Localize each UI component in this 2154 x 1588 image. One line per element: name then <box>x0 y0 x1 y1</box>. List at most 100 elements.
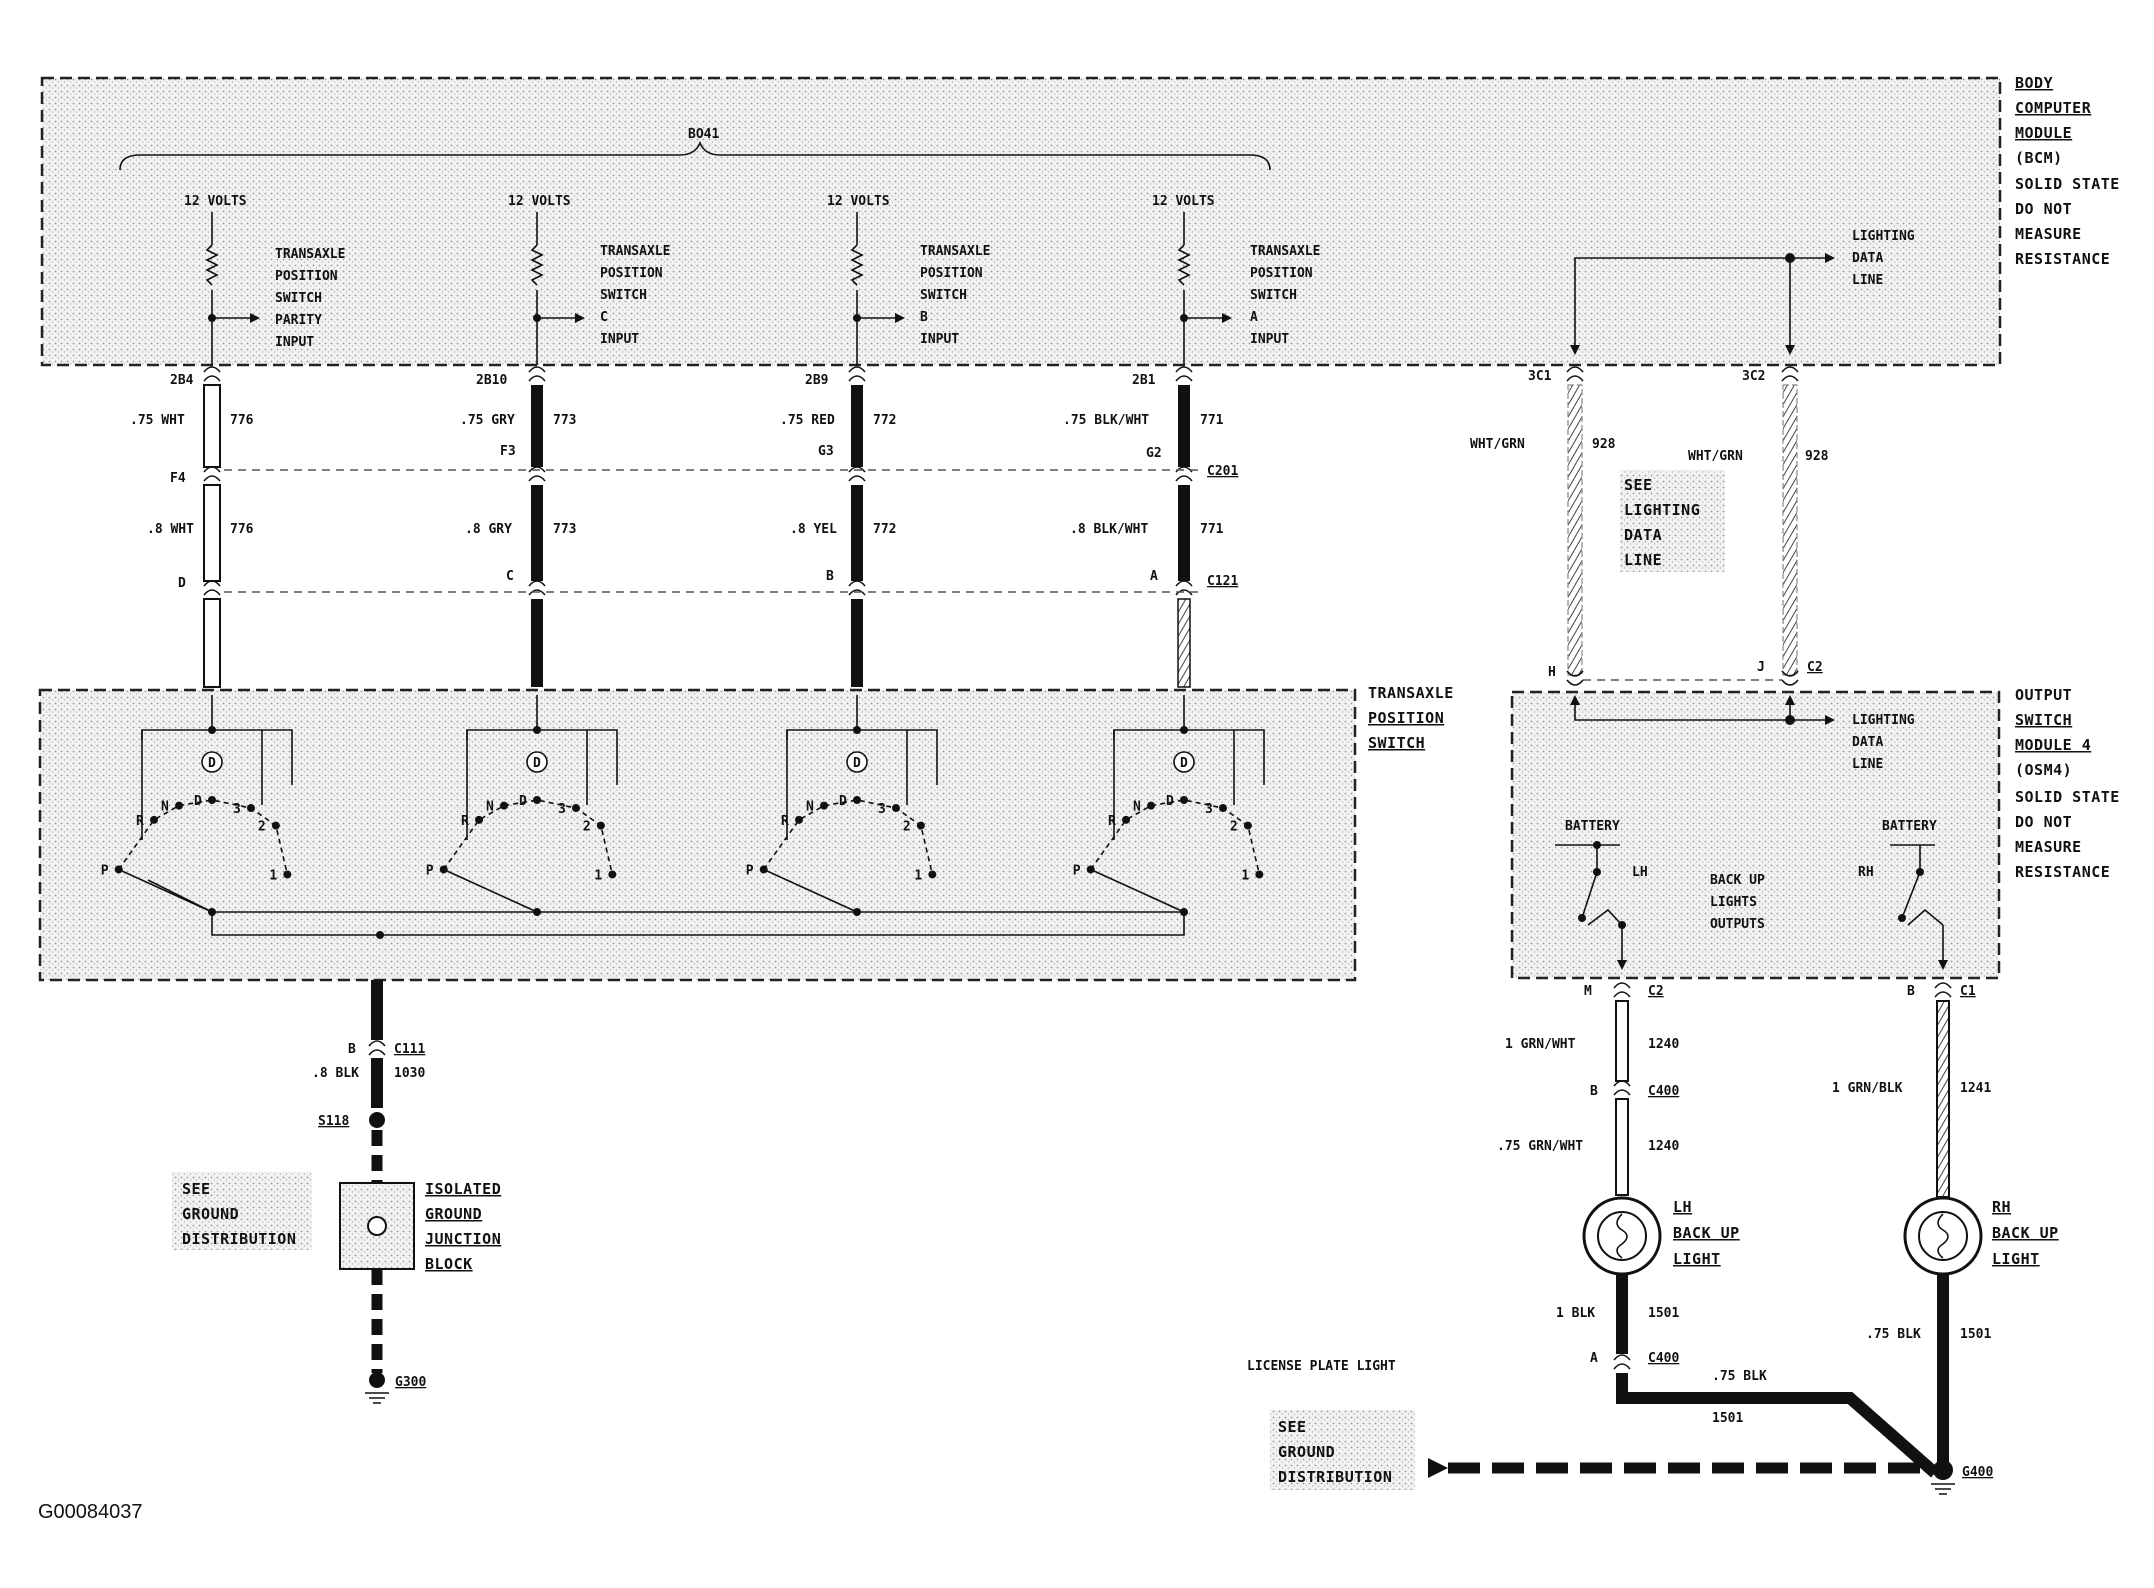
drive-symbol-label: D <box>208 756 216 771</box>
svg-text:COMPUTER: COMPUTER <box>2015 99 2092 117</box>
svg-text:1030: 1030 <box>394 1066 425 1081</box>
svg-text:MEASURE: MEASURE <box>2015 225 2082 243</box>
switch-node <box>853 726 861 734</box>
svg-text:1501: 1501 <box>1960 1327 1991 1342</box>
svg-text:C400: C400 <box>1648 1351 1679 1366</box>
position-label: D <box>519 794 527 809</box>
svg-text:.75 BLK/WHT: .75 BLK/WHT <box>1063 413 1149 428</box>
svg-text:INPUT: INPUT <box>275 335 314 350</box>
position-label: P <box>746 863 754 878</box>
svg-text:BACK UP: BACK UP <box>1673 1224 1740 1242</box>
position-label: 3 <box>1205 802 1213 817</box>
position-label: D <box>194 794 202 809</box>
svg-text:INPUT: INPUT <box>600 332 639 347</box>
svg-text:D: D <box>178 576 186 591</box>
tps-box <box>38 688 1357 982</box>
position-label: 3 <box>558 802 566 817</box>
svg-text:POSITION: POSITION <box>275 269 338 284</box>
switch-node <box>208 726 216 734</box>
position-label: N <box>806 800 814 815</box>
bcm-box <box>40 76 2002 367</box>
svg-text:TRANSAXLE: TRANSAXLE <box>600 244 670 259</box>
position-contact <box>271 821 280 830</box>
data-line-wires: 3C1 3C2 WHT/GRN 928 WHT/GRN 928 SEE LIGH… <box>1470 366 1829 686</box>
svg-text:C1: C1 <box>1960 984 1976 999</box>
svg-text:C2: C2 <box>1807 660 1823 675</box>
position-label: 2 <box>258 820 266 835</box>
right-ground-distribution: SEE GROUND DISTRIBUTION <box>1270 1410 1932 1490</box>
position-contact <box>795 815 804 824</box>
license-plate-label: LICENSE PLATE LIGHT <box>1247 1359 1396 1374</box>
svg-text:POSITION: POSITION <box>920 266 983 281</box>
position-label: D <box>839 794 847 809</box>
position-contact <box>572 804 580 813</box>
drive-symbol <box>526 751 548 773</box>
left-ground-circuit: B C111 .8 BLK 1030 S118 G300 SEE GROUND … <box>172 980 501 1404</box>
svg-text:A: A <box>1250 310 1258 325</box>
position-contact <box>175 801 184 810</box>
switch-common-bus <box>147 879 1184 913</box>
svg-text:.8 YEL: .8 YEL <box>790 522 837 537</box>
position-contact <box>500 801 509 810</box>
position-contact <box>892 804 900 813</box>
svg-text:MEASURE: MEASURE <box>2015 838 2082 856</box>
c201-label: C201 <box>1207 464 1238 479</box>
svg-text:INPUT: INPUT <box>920 332 959 347</box>
svg-text:SWITCH: SWITCH <box>920 288 967 303</box>
position-label: 2 <box>903 820 911 835</box>
svg-text:DO NOT: DO NOT <box>2015 200 2072 218</box>
svg-text:B: B <box>1907 984 1915 999</box>
svg-text:LINE: LINE <box>1624 551 1662 569</box>
svg-text:C111: C111 <box>394 1042 425 1057</box>
svg-text:LIGHT: LIGHT <box>1992 1250 2040 1268</box>
svg-text:J: J <box>1757 660 1765 675</box>
position-label: 3 <box>233 802 241 817</box>
svg-text:G400: G400 <box>1962 1465 1993 1480</box>
svg-text:SEE: SEE <box>182 1180 211 1198</box>
svg-text:GROUND: GROUND <box>182 1205 239 1223</box>
svg-text:POSITION: POSITION <box>1250 266 1313 281</box>
position-label: R <box>781 814 789 829</box>
osm-box <box>1510 690 2001 980</box>
drive-symbol-label: D <box>533 756 541 771</box>
svg-text:GROUND: GROUND <box>1278 1443 1335 1461</box>
svg-text:.75 GRY: .75 GRY <box>460 413 515 428</box>
svg-text:TRANSAXLE: TRANSAXLE <box>1250 244 1320 259</box>
svg-text:A: A <box>1150 569 1158 584</box>
svg-text:C2: C2 <box>1648 984 1664 999</box>
svg-text:ISOLATED: ISOLATED <box>425 1180 501 1198</box>
position-contact <box>1122 815 1131 824</box>
svg-text:F4: F4 <box>170 471 186 486</box>
svg-text:1501: 1501 <box>1648 1306 1679 1321</box>
osm-internals: LIGHTING DATA LINE BATTERY BATTERY LH RH… <box>1555 695 1948 970</box>
svg-text:GROUND: GROUND <box>425 1205 482 1223</box>
position-label: D <box>1166 794 1174 809</box>
svg-text:1240: 1240 <box>1648 1139 1679 1154</box>
svg-text:SWITCH: SWITCH <box>1250 288 1297 303</box>
figure-id: G00084037 <box>38 1501 143 1523</box>
rh-backup-circuit: B C1 1 GRN/BLK 1241 RH BACK UP LIGHT .75… <box>1832 982 2058 1495</box>
position-label: R <box>461 814 469 829</box>
position-contact <box>208 796 216 804</box>
position-contact <box>928 870 937 879</box>
svg-text:2B9: 2B9 <box>805 373 828 388</box>
svg-text:MODULE 4: MODULE 4 <box>2015 736 2091 754</box>
svg-text:B: B <box>826 569 834 584</box>
position-contact <box>1180 796 1188 804</box>
svg-text:SWITCH: SWITCH <box>1368 734 1425 752</box>
svg-text:G300: G300 <box>395 1375 426 1390</box>
svg-text:.8 GRY: .8 GRY <box>465 522 512 537</box>
svg-text:.75 BLK: .75 BLK <box>1712 1369 1767 1384</box>
position-contact <box>916 821 925 830</box>
svg-text:12 VOLTS: 12 VOLTS <box>1152 194 1215 209</box>
drive-symbol <box>1173 751 1195 773</box>
svg-text:WHT/GRN: WHT/GRN <box>1470 437 1525 452</box>
position-label: 1 <box>1241 868 1249 883</box>
bcm-lighting-data: LIGHTING DATA LINE <box>1570 229 1915 355</box>
svg-text:SOLID STATE: SOLID STATE <box>2015 788 2120 806</box>
svg-text:INPUT: INPUT <box>1250 332 1289 347</box>
input-column-parity: 12 VOLTS TRANSAXLE POSITION SWITCH PARIT… <box>130 194 345 688</box>
switch-node <box>1180 726 1188 734</box>
svg-text:H: H <box>1548 665 1556 680</box>
svg-text:B: B <box>920 310 928 325</box>
